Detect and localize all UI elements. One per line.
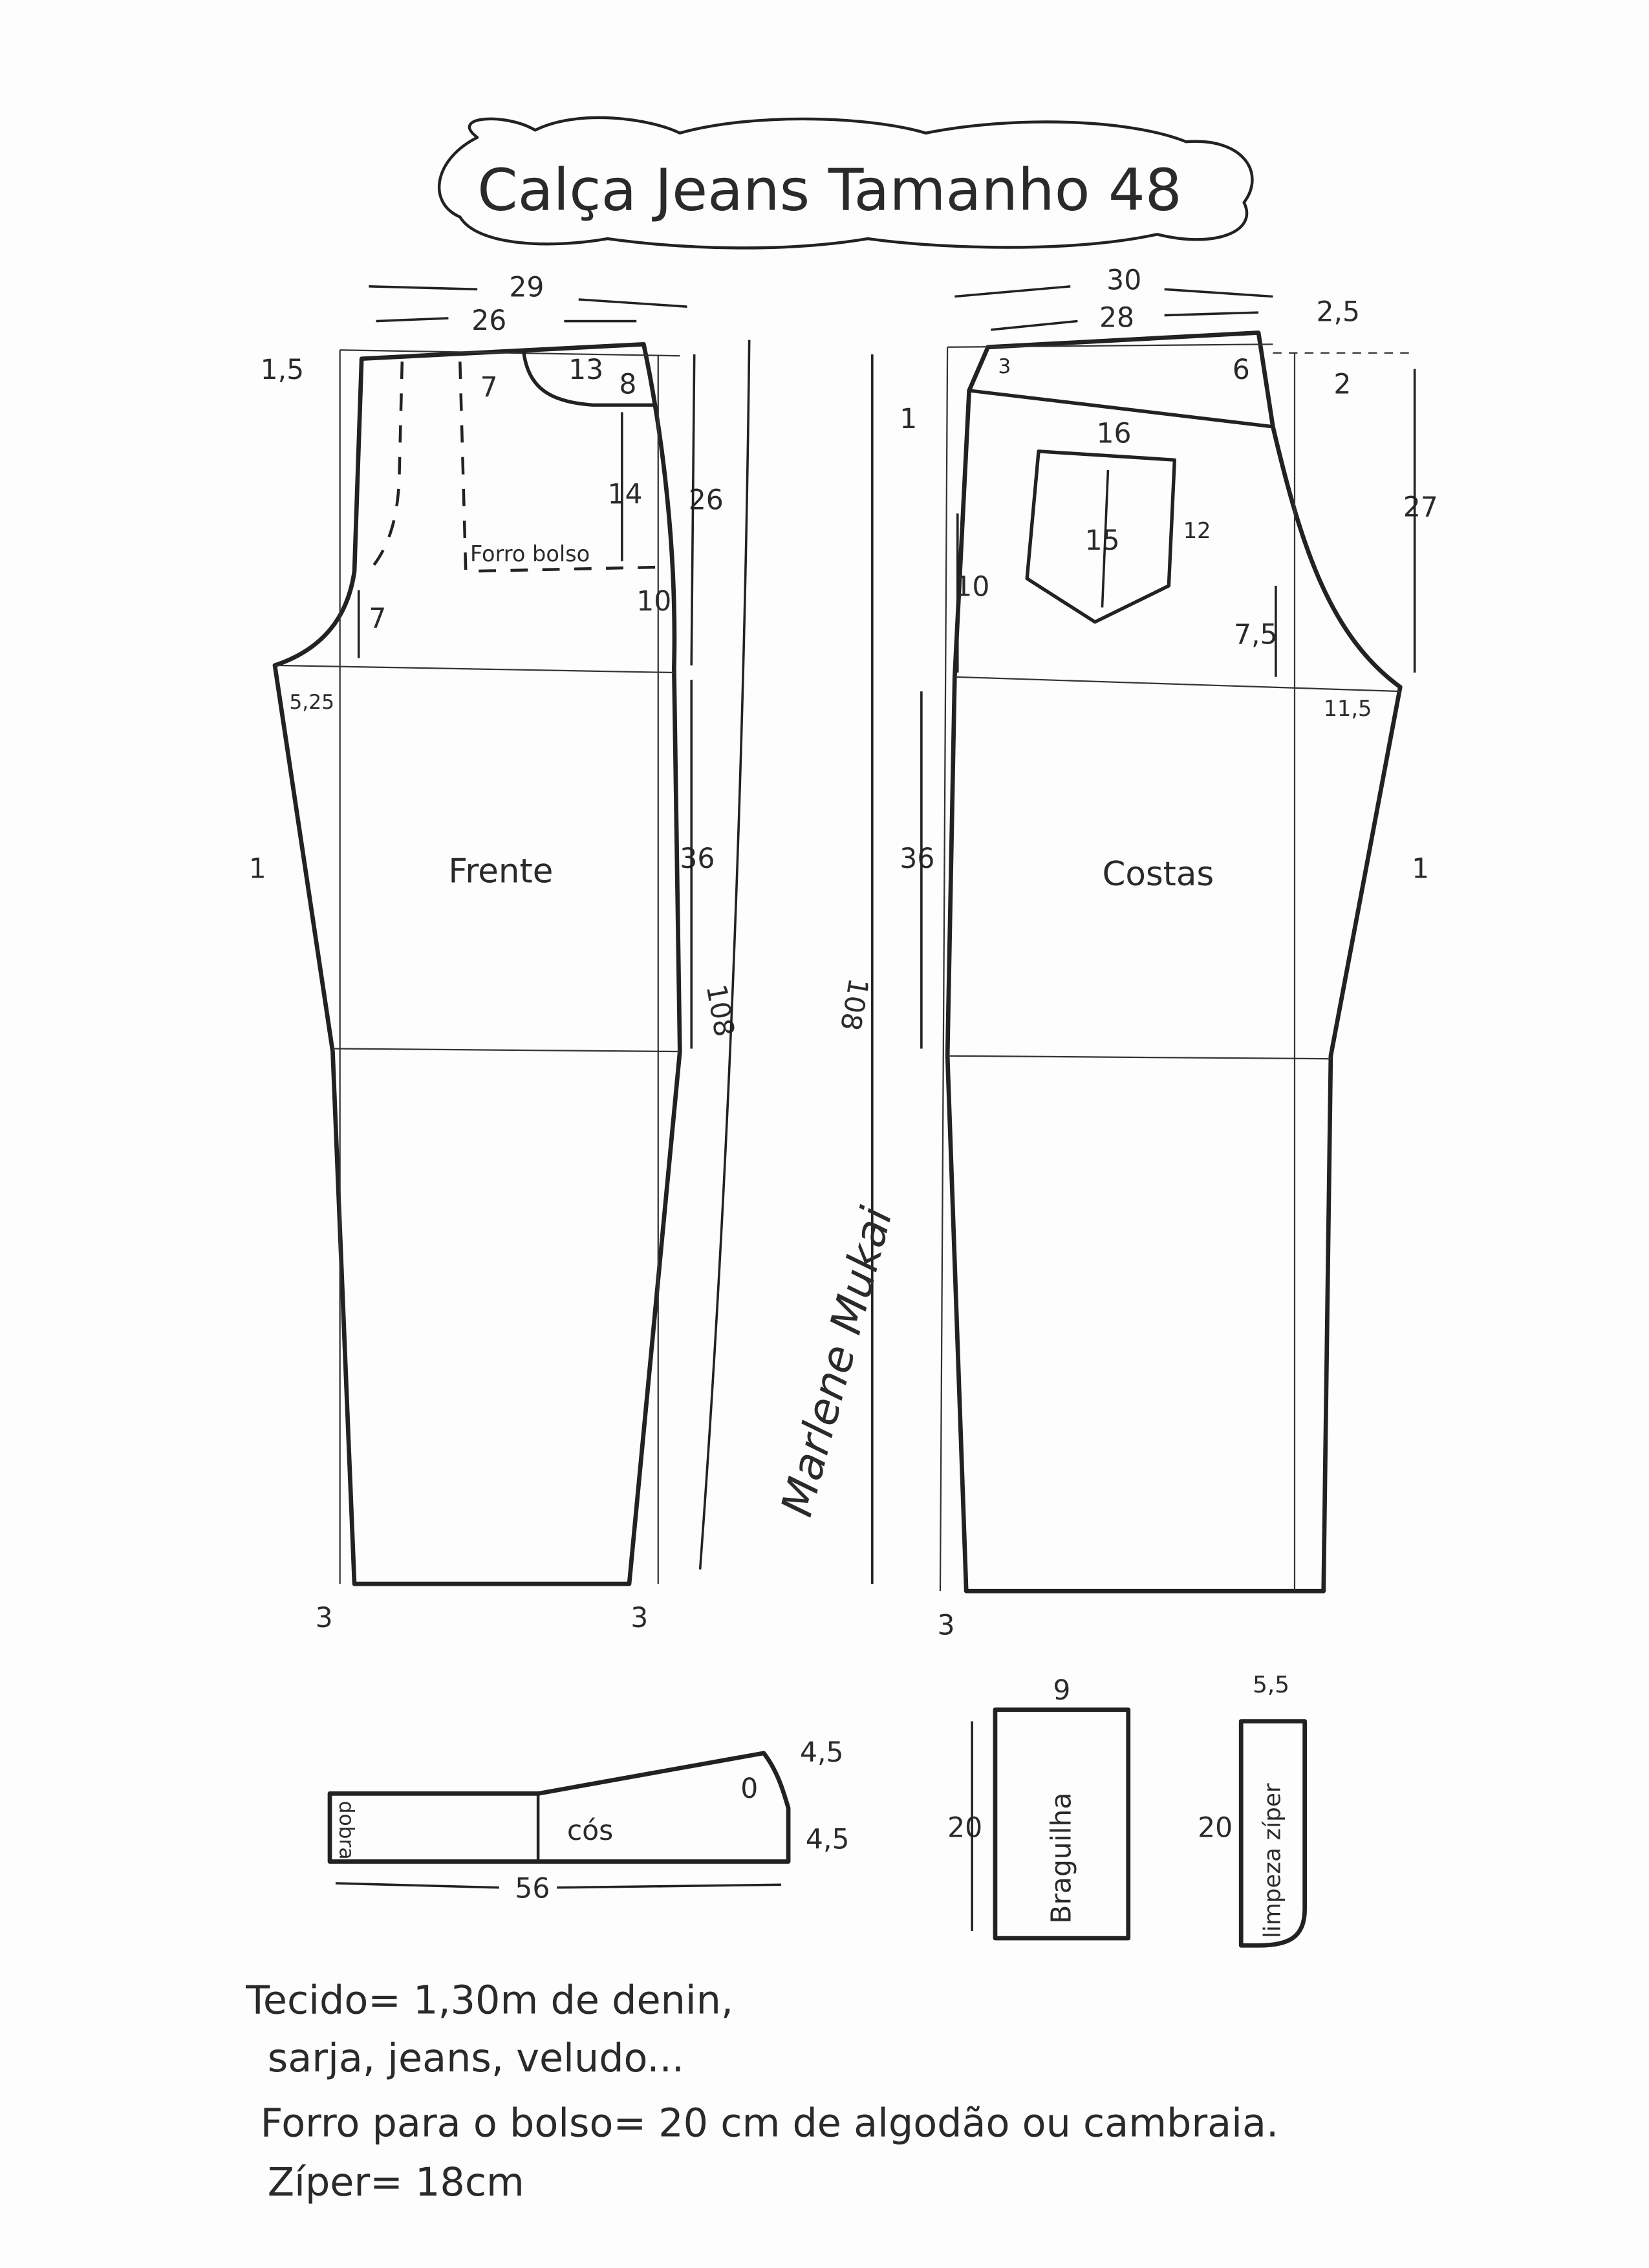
dim-back-side-in: 1 — [1412, 854, 1429, 885]
dim-back-outer-waist: 30 — [1106, 265, 1141, 296]
front-label: Frente — [448, 852, 553, 891]
page-title: Calça Jeans Tamanho 48 — [477, 157, 1182, 224]
fly-label: Braguilha — [1046, 1793, 1077, 1924]
dim-front-hem-right: 3 — [630, 1603, 648, 1634]
dim-front-side-height: 26 — [689, 484, 724, 516]
dim-back-pocket-center: 15 — [1085, 525, 1120, 557]
dim-front-crotch-depth: 7 — [369, 603, 386, 635]
dim-front-side-hip: 10 — [636, 586, 671, 618]
note-zipper: Zíper= 18cm — [268, 2160, 524, 2205]
signature: Marlene Mukai — [771, 1202, 902, 1521]
dim-back-left-in: 1 — [900, 404, 917, 435]
waistband-label: cós — [567, 1815, 614, 1847]
dim-back-pocket-side: 12 — [1183, 518, 1211, 543]
dim-waistband-length: 56 — [515, 1873, 550, 1905]
dim-front-rise-out: 1,5 — [261, 354, 305, 386]
title-cloud: Calça Jeans Tamanho 48 — [437, 116, 1254, 250]
dim-back-side-out: 2 — [1333, 369, 1351, 400]
dim-front-outer-waist: 29 — [509, 272, 544, 304]
dim-back-waist: 28 — [1099, 302, 1134, 334]
dim-front-side-in: 1 — [249, 854, 266, 885]
zip-facing-piece: limpeza zíper 5,5 20 — [1198, 1672, 1307, 1948]
note-fabric-types: sarja, jeans, veludo... — [268, 2036, 684, 2081]
dim-front-pocket-width: 13 — [568, 354, 603, 386]
dim-front-waist: 26 — [471, 305, 506, 337]
dim-waistband-top: 4,5 — [800, 1737, 844, 1769]
dim-front-hem-left: 3 — [316, 1603, 333, 1634]
note-pocket-lining: Forro para o bolso= 20 cm de algodão ou … — [261, 2101, 1279, 2146]
dim-back-crotch-ext: 11,5 — [1324, 696, 1372, 721]
waistband-piece: dobra cós 0 56 4,5 4,5 — [327, 1737, 850, 1905]
dim-back-yoke-left: 3 — [998, 355, 1011, 378]
dim-front-fly: 7 — [480, 372, 498, 404]
waistband-fold-label: dobra — [335, 1801, 358, 1860]
fly-piece: Braguilha 9 20 — [947, 1675, 1131, 1941]
dim-front-pocket-depth: 8 — [619, 369, 636, 400]
back-label: Costas — [1102, 855, 1214, 894]
dim-waistband-bottom: 4,5 — [806, 1824, 850, 1855]
dim-zip-facing-width: 5,5 — [1253, 1672, 1289, 1698]
dim-back-length: 108 — [834, 976, 874, 1033]
waistband-button: 0 — [740, 1773, 758, 1805]
dim-back-pocket-width: 16 — [1097, 418, 1132, 449]
dim-zip-facing-height: 20 — [1198, 1812, 1233, 1844]
dim-back-rise-height: 27 — [1403, 491, 1438, 523]
dim-front-crotch-ext: 5,25 — [289, 691, 334, 714]
back-piece: Costas 30 28 2,5 3 6 2 1 16 15 12 10 7,5… — [834, 265, 1438, 1641]
front-lining-label: Forro bolso — [470, 541, 590, 567]
dim-front-knee: 36 — [680, 843, 715, 875]
notes: Tecido= 1,30m de denin, sarja, jeans, ve… — [245, 1978, 1278, 2205]
dim-front-lining-height: 14 — [607, 479, 642, 510]
dim-back-hip: 10 — [954, 571, 989, 603]
dim-back-waist-rise: 2,5 — [1317, 297, 1361, 329]
dim-fly-width: 9 — [1053, 1675, 1070, 1707]
note-fabric: Tecido= 1,30m de denin, — [245, 1978, 733, 2023]
front-piece: Frente 29 26 1,5 13 7 8 14 Forro bolso 1… — [249, 272, 751, 1634]
zip-facing-label: limpeza zíper — [1260, 1783, 1286, 1938]
dim-fly-height: 20 — [947, 1812, 982, 1844]
dim-back-yoke-right: 6 — [1233, 354, 1250, 386]
dim-back-hem: 3 — [937, 1610, 954, 1641]
dim-back-knee: 36 — [900, 843, 934, 875]
dim-back-crotch-depth: 7,5 — [1234, 619, 1278, 651]
